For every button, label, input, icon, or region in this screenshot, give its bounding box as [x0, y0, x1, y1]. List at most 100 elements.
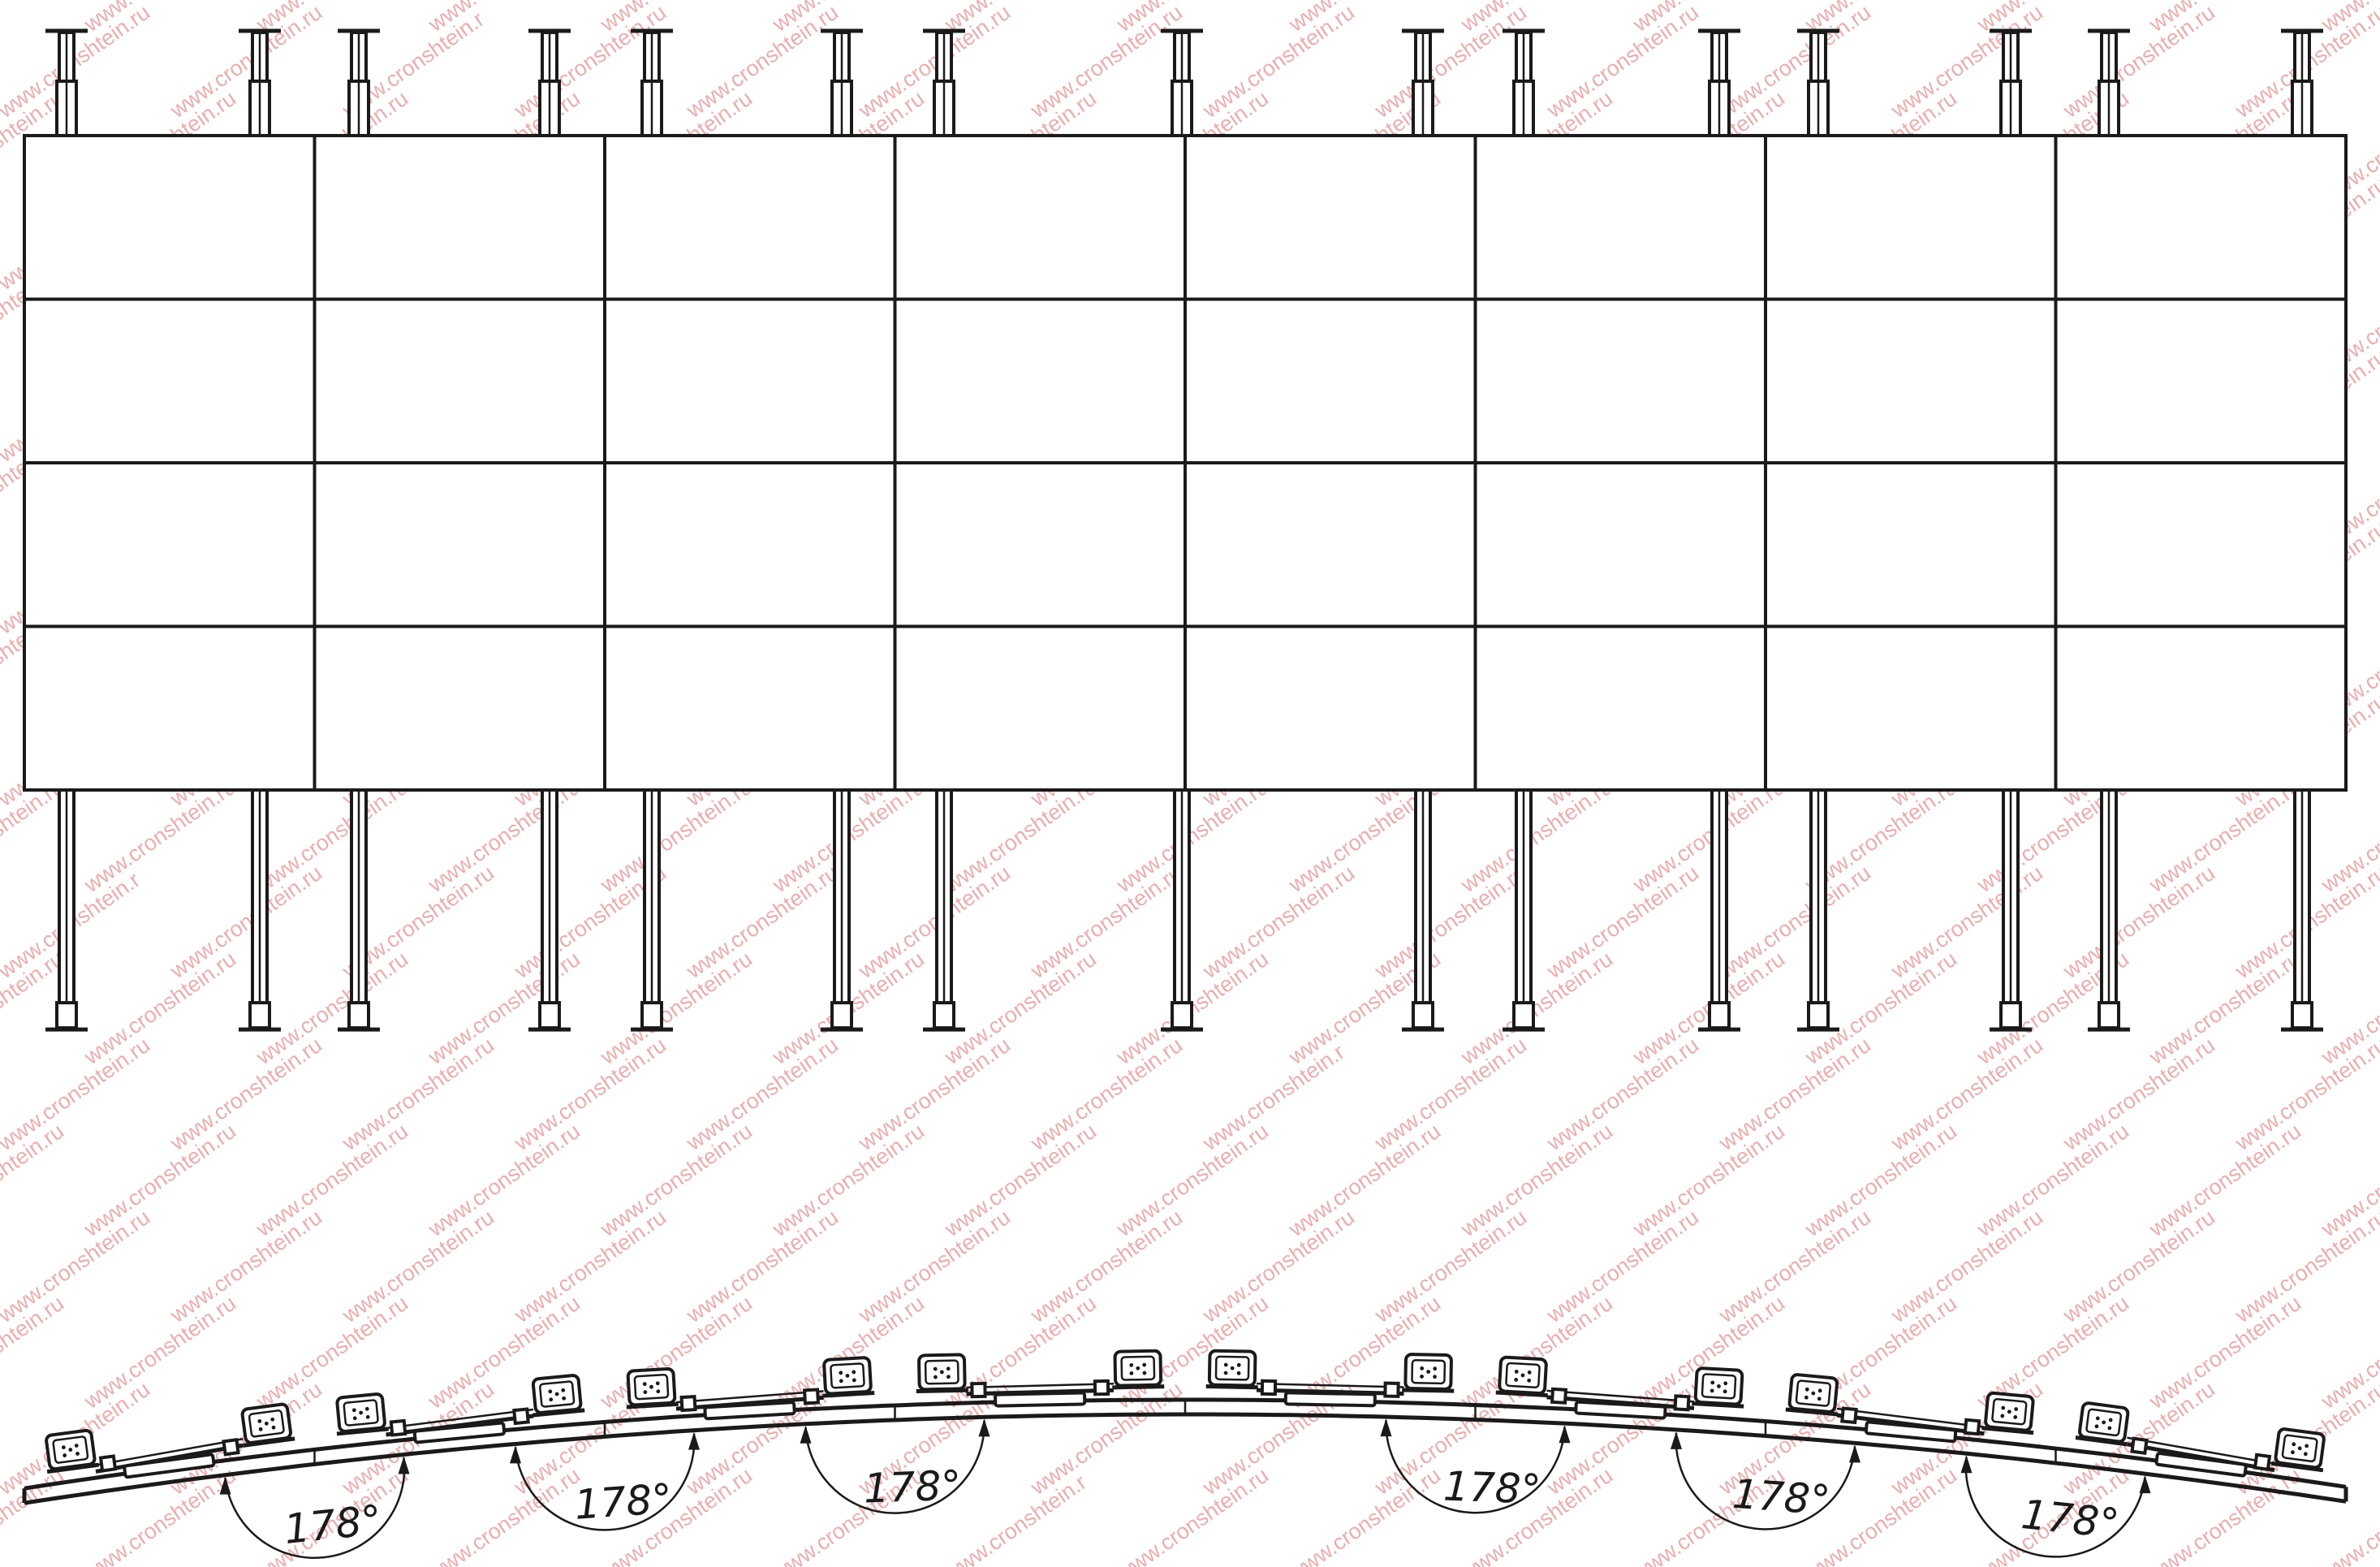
watermark-text: www.cronshtein.ru [939, 947, 1101, 1070]
watermark-text: www.cronshtein.ru [1886, 1033, 2047, 1156]
watermark-text: www.cronshtein.ru [1111, 1463, 1273, 1567]
arrowhead [1960, 1455, 1973, 1474]
angle-label-5: 178° [1731, 1470, 1831, 1524]
mount-head [2075, 1401, 2130, 1447]
watermark-text: www.cronshtein.ru [1197, 0, 1359, 123]
mount-head [1402, 1353, 1455, 1393]
support-pole [528, 28, 571, 1032]
watermark-text: www.cronshtein.ru [1714, 0, 1875, 123]
support-pole [1990, 28, 2032, 1032]
watermark-text: www.cronshtein.ru [853, 1033, 1015, 1156]
watermark-text: www.cronshtein.r [1197, 1039, 1348, 1155]
arrowhead [219, 1476, 231, 1495]
arrowhead [1849, 1444, 1860, 1463]
watermark-text: www.cronshtein.ru [1197, 861, 1359, 984]
video-wall-grid [24, 136, 2346, 790]
support-pole [1161, 28, 1203, 1032]
watermark-text: www.cronshtein.ru [2058, 0, 2219, 123]
watermark-text: www.cronshtein.ru [2144, 1119, 2305, 1242]
watermark-text: www.cronshtein.ru [1111, 1119, 1273, 1242]
watermark-text: www.cronshtein.ru [1886, 861, 2047, 984]
watermark-text: www.cronshtein.ru [1886, 0, 2047, 123]
watermark-text: www.cronshtein.ru [1369, 0, 1531, 123]
watermark-text: www.cronshtein.ru [251, 1291, 412, 1414]
watermark-text: www.cronshtein.ru [2058, 1205, 2219, 1328]
watermark-text: www.cronshtein.ru [1455, 1119, 1617, 1242]
angle-dimension-arc [514, 1433, 696, 1531]
watermark-text: www.cronshtein.ru [2230, 1033, 2380, 1156]
plan-mount [626, 1356, 875, 1421]
plan-mount [916, 1349, 1165, 1408]
watermark-text: www.cronshtein.ru [1369, 1205, 1531, 1328]
angle-label-4: 178° [1442, 1463, 1541, 1513]
watermark-text: www.cronshtein.ru [423, 1463, 584, 1567]
support-pole [1402, 28, 1444, 1032]
watermark-text: www.cronshtein.ru [1283, 1119, 1445, 1242]
plan-mount [45, 1402, 295, 1479]
watermark-text: www.cronshtein.ru [1972, 1119, 2133, 1242]
watermark-text: www.cronshtein.ru [595, 947, 757, 1070]
watermark-text: www.cronshtein.ru [681, 0, 843, 123]
arrowhead [510, 1445, 521, 1464]
watermark-text: www.cronshtein.ru [1628, 1119, 1789, 1242]
watermark-text: www.cronshtein.ru [2144, 947, 2305, 1070]
support-pole [821, 28, 863, 1032]
watermark-text: www.cronshtein.ru [0, 1033, 154, 1156]
watermark-text: www.cronshtein.ru [0, 1205, 154, 1328]
plan-mount [2075, 1401, 2326, 1478]
mount-head [626, 1367, 679, 1409]
watermark-text: www.cronshtein.ru [1714, 1205, 1875, 1328]
watermark-text: www.cronshtein.ru [2230, 1205, 2380, 1328]
watermark-text: www.cronshtein.ru [79, 775, 240, 898]
mount-head [335, 1392, 389, 1436]
watermark-text: www.cronshtein.ru [337, 1205, 498, 1328]
watermark-text: www.cronshtein.r [939, 1470, 1090, 1567]
watermark-text: www.cronshtein.ru [165, 1205, 326, 1328]
video-wall [23, 134, 2348, 792]
support-pole [1698, 28, 1740, 1032]
watermark-text: www.cronshtein.ru [681, 861, 843, 984]
watermark-text: www.cronshtein.ru [939, 1119, 1101, 1242]
angle-dimension-arc [1675, 1432, 1856, 1530]
watermark-text: www.cronshtein.ru [595, 775, 757, 898]
angle-dimension-arc [1964, 1457, 2146, 1558]
watermark-text: www.cronshtein.ru [1714, 1033, 1875, 1156]
plan-mount [1495, 1355, 1744, 1420]
watermark-text: www.cronshtein.ru [251, 775, 412, 898]
watermark-text: www.cronshtein.ru [509, 1033, 670, 1156]
mount-head [1692, 1366, 1744, 1409]
arrowhead [2139, 1475, 2151, 1494]
watermark-text: www.cronshtein.ru [79, 1119, 240, 1242]
watermark-text: www.cronshtein.ru [1628, 775, 1789, 898]
watermark-text: www.cronshtein.ru [1541, 0, 1703, 123]
watermark-text: www.cronshtein.ru [1025, 861, 1187, 984]
watermark-text: www.cronshtein.ru [1111, 775, 1273, 898]
watermark-text: www.cronshtein.ru [2316, 1463, 2380, 1567]
mount-head [916, 1353, 968, 1394]
watermark-text: www.cronshtein.ru [423, 1119, 584, 1242]
watermark-text: www.cronshtein.ru [251, 1119, 412, 1242]
support-poles [45, 28, 2323, 1032]
wall-arc-back [24, 1397, 2347, 1491]
arrowhead [800, 1425, 812, 1444]
angle-label-6: 178° [2020, 1491, 2122, 1548]
angle-dimension-arc [224, 1457, 406, 1559]
angle-dimension-arc [1385, 1420, 1566, 1514]
watermark-text: www.cronshtein.ru [1455, 947, 1617, 1070]
watermark-text: www.cronshtein.ru [939, 775, 1101, 898]
watermark-text: www.cronshtein.ru [1369, 861, 1531, 984]
watermark-text: www.cronshtein.ru [681, 1205, 843, 1328]
mount-head [2271, 1427, 2326, 1473]
support-pole [1797, 28, 1839, 1032]
angle-dimension-arc [804, 1420, 985, 1514]
watermark-text: www.cronshtein.ru [1025, 0, 1187, 123]
angle-labels: 178° 178° 178° 178° 178° 178° [282, 1461, 2121, 1553]
arrowhead [978, 1418, 990, 1437]
support-pole [2088, 28, 2130, 1032]
mount-head [1981, 1391, 2035, 1435]
angle-label-2: 178° [573, 1475, 674, 1529]
support-pole [239, 28, 281, 1032]
mount-head [240, 1402, 295, 1448]
watermark-text: www.cronshtein.ru [1541, 861, 1703, 984]
